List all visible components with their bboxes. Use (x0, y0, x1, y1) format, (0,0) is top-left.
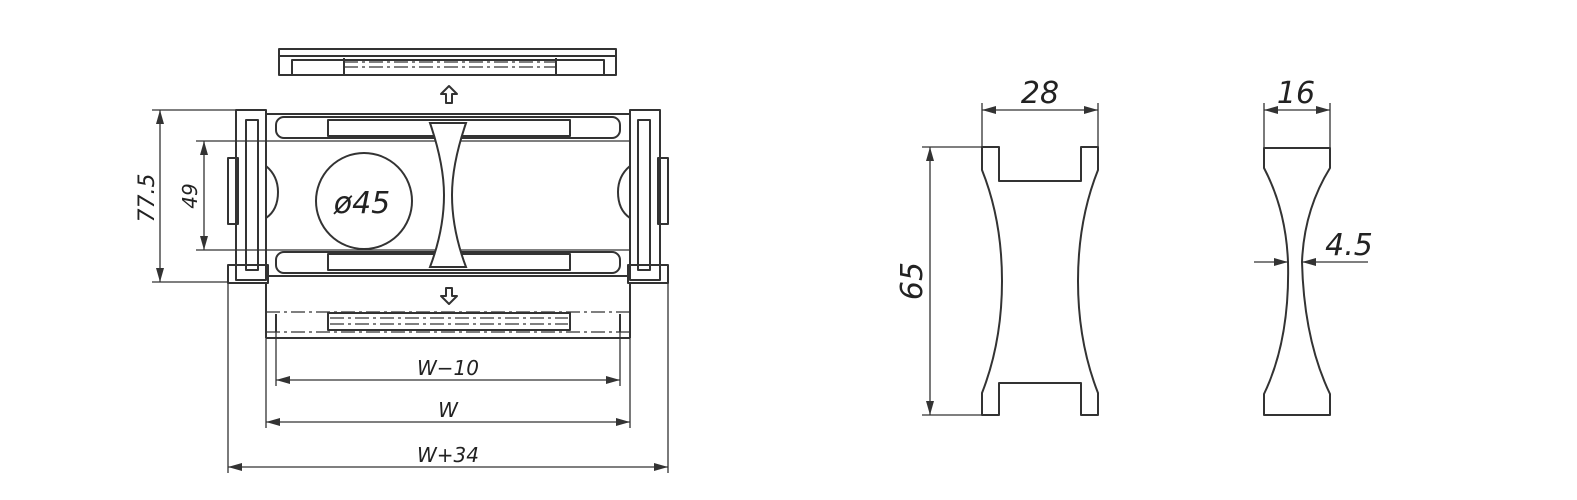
dim-label-w-plus-34: W+34 (417, 443, 479, 467)
dim-label-cable-diameter: ø45 (333, 186, 391, 221)
dim-label-w: W (438, 398, 459, 422)
dim-divider-waist: 4.5 (1254, 228, 1373, 266)
arrow-up-icon (440, 85, 458, 104)
dim-inner-height: 49 (178, 140, 266, 251)
bottom-lid-opened (265, 284, 631, 339)
dim-divider-height: 65 (895, 146, 982, 416)
top-lid-opened (278, 48, 617, 76)
dim-label-65: 65 (895, 262, 930, 300)
dim-outer-width: W+34 (227, 283, 669, 473)
dim-divider-front-width: 28 (981, 76, 1099, 147)
divider-side-view: 16 4.5 (1254, 76, 1373, 416)
dim-label-4-5: 4.5 (1325, 228, 1373, 263)
dim-divider-side-width: 16 (1263, 76, 1331, 148)
dim-label-w-minus-10: W−10 (417, 356, 479, 380)
dim-cross-section-height: 77.5 (135, 109, 236, 283)
dim-label-16: 16 (1277, 76, 1315, 111)
arrow-down-icon (440, 287, 458, 305)
divider-in-frame (428, 122, 468, 268)
divider-front-view: 28 65 (895, 76, 1099, 416)
dim-width: W (265, 338, 631, 428)
dim-label-49: 49 (178, 183, 202, 208)
dim-inner-width: W−10 (275, 332, 621, 386)
dim-label-77-5: 77.5 (135, 174, 160, 223)
dim-label-28: 28 (1021, 76, 1059, 111)
cable-circle (315, 152, 413, 250)
carrier-cross-section-view: 77.5 49 ø45 W−10 W (135, 48, 669, 473)
